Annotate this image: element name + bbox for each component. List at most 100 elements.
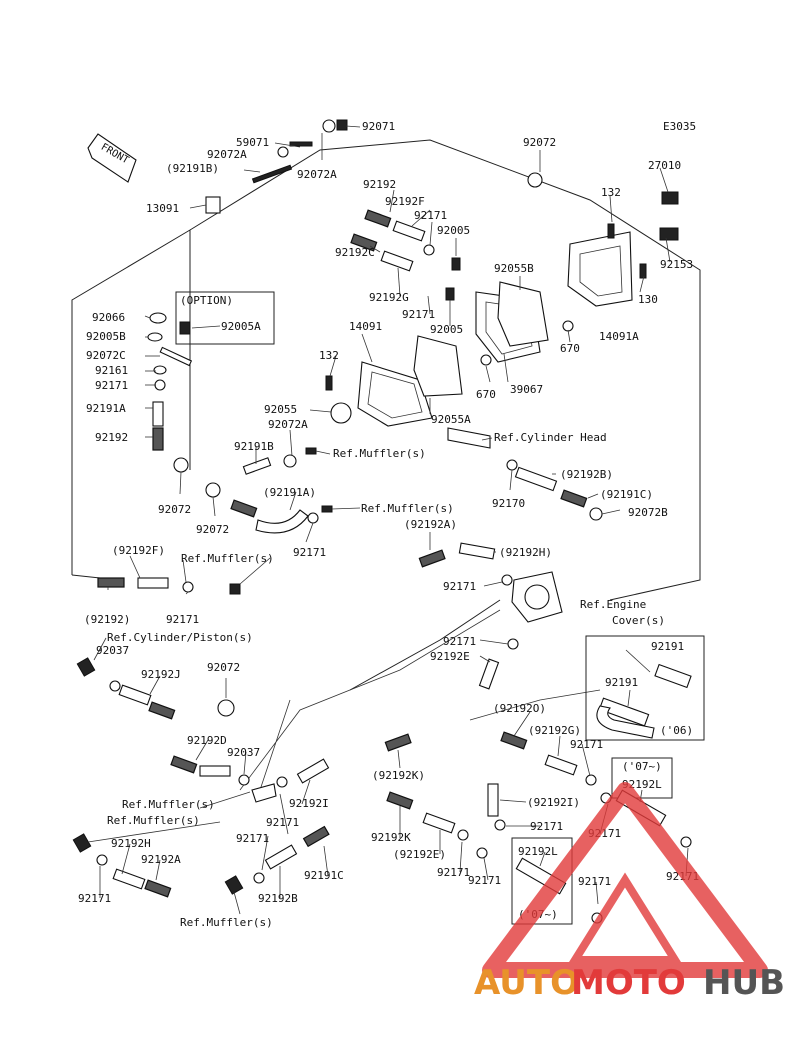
part-label: 92037 — [227, 746, 260, 759]
hose-92192I-a — [296, 758, 330, 784]
part-label: 92055 — [264, 403, 297, 416]
hose-92191A-left — [152, 401, 164, 427]
spring-92192J — [148, 701, 176, 720]
watermark-text-moto: MOTO — [571, 963, 686, 1003]
part-label: 92192H — [111, 837, 151, 850]
part-label: 92072 — [196, 523, 229, 536]
hose-92191B — [242, 457, 272, 475]
year-07-right-label: ('07~) — [622, 760, 662, 773]
part-label: (92191A) — [263, 486, 316, 499]
hose-92192D-b — [199, 765, 231, 777]
part-label: 92171 — [266, 816, 299, 829]
part-label: 92171 — [578, 875, 611, 888]
hose-92192B — [514, 466, 558, 492]
routing-outline-lower — [239, 609, 601, 791]
part-label: 92171 — [78, 892, 111, 905]
part-label: 14091 — [349, 320, 382, 333]
box-07-right — [611, 757, 673, 799]
part-label: (92192O) — [493, 702, 546, 715]
hose-92192F-b — [137, 577, 169, 589]
part-label: (92192E) — [393, 848, 446, 861]
part-label: 92192C — [335, 246, 375, 259]
routing-outline-left — [71, 139, 701, 601]
ref-engine-cover-1: Ref.Engine — [580, 598, 646, 611]
part-label: 92072 — [523, 136, 556, 149]
part-label: 92037 — [96, 644, 129, 657]
ref-cylinder-head: Ref.Cylinder Head — [494, 431, 607, 444]
spring-92192O — [500, 731, 528, 750]
part-label: 92171 — [443, 580, 476, 593]
watermark-text-hub: HUB — [703, 963, 785, 1003]
hose-92191-06 — [598, 697, 650, 727]
spring-92191C — [560, 489, 588, 508]
hose-92192H-b — [112, 868, 146, 890]
part-label: (92192H) — [499, 546, 552, 559]
spring-92192-left — [152, 427, 164, 451]
part-label: 670 — [560, 342, 580, 355]
part-label: 92171 — [166, 613, 199, 626]
hose-92191A-bend — [255, 509, 309, 534]
watermark-triangle-icon — [482, 782, 768, 978]
part-label: 92192A — [141, 853, 181, 866]
part-label: 14091A — [599, 330, 639, 343]
part-label: 92161 — [95, 364, 128, 377]
part-label: 27010 — [648, 159, 681, 172]
spring-92192-top — [364, 209, 392, 228]
hose-92192I-b — [487, 783, 499, 817]
part-label: 92171 — [443, 635, 476, 648]
part-label: 92192 — [95, 431, 128, 444]
part-label: 132 — [601, 186, 621, 199]
part-label: (92192) — [84, 613, 130, 626]
spring-92191C-b — [302, 825, 330, 848]
part-label: (92192G) — [528, 724, 581, 737]
year-06-label: ('06) — [660, 724, 693, 737]
spring-92192D — [170, 755, 198, 774]
option-box — [175, 291, 275, 345]
part-label: 92072 — [158, 503, 191, 516]
hose-92192E-b — [422, 812, 456, 834]
part-label: 92171 — [570, 738, 603, 751]
part-label: 92171 — [414, 209, 447, 222]
routing-outline-mid — [71, 230, 501, 691]
o-ring-92055 — [330, 402, 352, 424]
spring-92192K-a — [384, 733, 412, 752]
part-label: 92192E — [430, 650, 470, 663]
hose-92192E — [478, 658, 500, 690]
part-label: 92066 — [92, 311, 125, 324]
diagram-code: E3035 — [663, 120, 696, 133]
option-label: (OPTION) — [180, 294, 233, 307]
part-label: 92192B — [258, 892, 298, 905]
box-07-bottom — [511, 837, 573, 925]
part-label: 92153 — [660, 258, 693, 271]
part-label: 92072 — [207, 661, 240, 674]
ref-muffler-4: Ref.Muffler(s) — [122, 798, 215, 811]
part-label: (92192B) — [560, 468, 613, 481]
part-label: 92192L — [518, 845, 558, 858]
front-arrow-icon: FRONT — [87, 133, 137, 183]
part-label: 92171 — [293, 546, 326, 559]
part-label: 92072A — [268, 418, 308, 431]
part-label: 59071 — [236, 136, 269, 149]
part-label: 92192F — [385, 195, 425, 208]
box-06 — [585, 635, 705, 741]
hose-92192F-top — [392, 220, 426, 242]
ref-muffler-3: Ref.Muffler(s) — [181, 552, 274, 565]
part-label: (92191B) — [166, 162, 219, 175]
part-label: 92072A — [207, 148, 247, 161]
ref-muffler-1: Ref.Muffler(s) — [333, 447, 426, 460]
part-label: (92192I) — [527, 796, 580, 809]
part-label: 92191B — [234, 440, 274, 453]
bracket-27010 — [567, 231, 633, 307]
o-ring-670-a — [562, 320, 574, 332]
ref-muffler-2: Ref.Muffler(s) — [361, 502, 454, 515]
watermark-logo — [482, 782, 768, 978]
part-label: 92072A — [297, 168, 337, 181]
part-label: 92005A — [221, 320, 261, 333]
part-label: 670 — [476, 388, 496, 401]
part-label: 92171 — [437, 866, 470, 879]
part-label: 92055A — [431, 413, 471, 426]
spring-92192A-b — [144, 879, 172, 898]
spring-92192K-b — [386, 791, 414, 810]
part-label: 92192G — [369, 291, 409, 304]
